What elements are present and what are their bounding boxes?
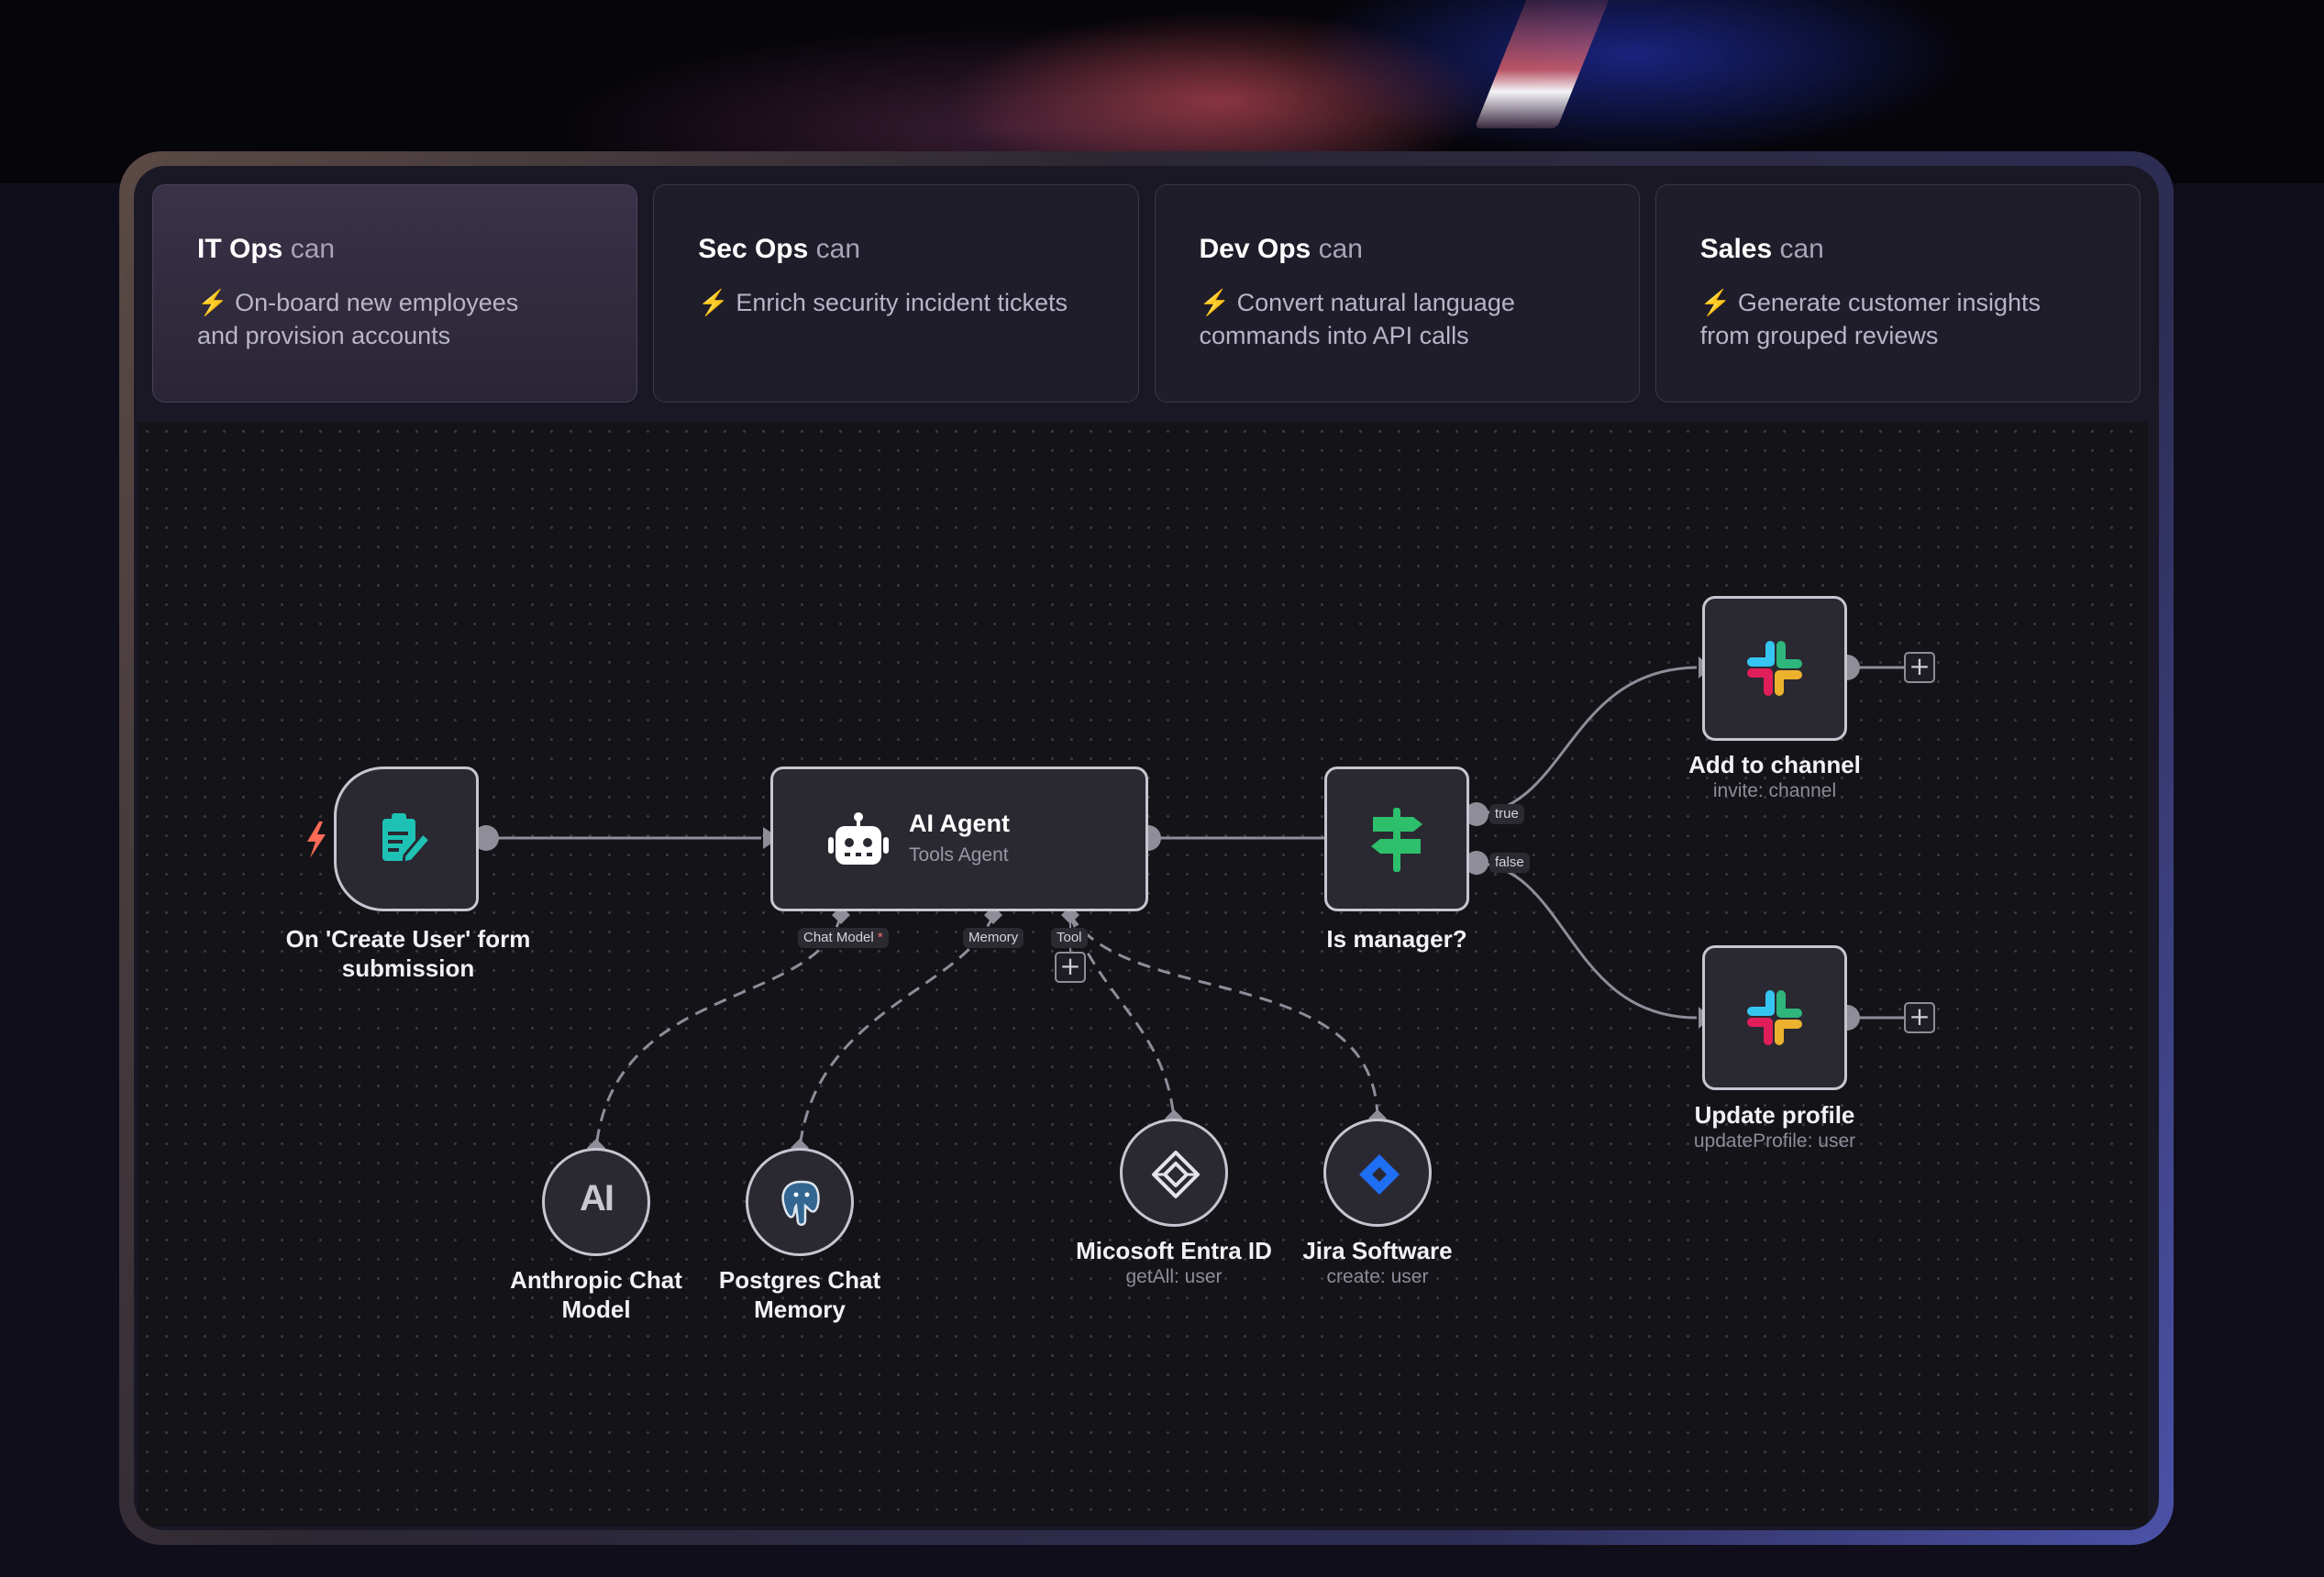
hero-light-streak xyxy=(1475,0,1617,128)
update-profile-label: Update profile xyxy=(1628,1100,1921,1130)
agent-title: AI Agent xyxy=(909,810,1010,838)
update-profile-sublabel: updateProfile: user xyxy=(1628,1130,1921,1153)
entra-label: Micosoft Entra ID xyxy=(1055,1236,1293,1265)
connection-chat-model xyxy=(596,915,841,1148)
is-manager-label: Is manager? xyxy=(1278,924,1516,954)
memory-port-label: Memory xyxy=(963,928,1024,948)
jira-label: Jira Software xyxy=(1258,1236,1497,1265)
lightning-icon: ⚡ xyxy=(698,289,729,316)
tab-title: Dev Ops can xyxy=(1200,233,1595,266)
postgres-chat-memory-node[interactable] xyxy=(746,1148,854,1256)
add-after-update-button[interactable]: + xyxy=(1904,1002,1935,1033)
entra-icon xyxy=(1150,1149,1201,1200)
add-after-channel-button[interactable]: + xyxy=(1904,652,1935,683)
trigger-bolt-icon xyxy=(304,822,328,858)
slack-icon xyxy=(1745,639,1804,698)
tab-title: Sec Ops can xyxy=(698,233,1093,266)
is-manager-node[interactable] xyxy=(1324,766,1469,911)
ai-agent-node[interactable]: AI Agent Tools Agent xyxy=(770,766,1148,911)
tool-port-label: Tool xyxy=(1051,928,1088,948)
add-to-channel-node[interactable] xyxy=(1702,596,1847,741)
entra-sublabel: getAll: user xyxy=(1055,1265,1293,1289)
lightning-icon: ⚡ xyxy=(197,289,228,316)
tab-sec-ops[interactable]: Sec Ops can ⚡ Enrich security incident t… xyxy=(653,184,1138,403)
connection-memory xyxy=(800,915,993,1148)
add-tool-button[interactable]: + xyxy=(1055,952,1086,983)
microsoft-entra-node[interactable] xyxy=(1120,1119,1228,1227)
agent-subtitle: Tools Agent xyxy=(909,844,1009,866)
true-branch-label: true xyxy=(1489,804,1524,824)
postgres-icon xyxy=(778,1178,824,1228)
add-to-channel-label: Add to channel xyxy=(1628,750,1921,779)
jira-software-node[interactable] xyxy=(1323,1119,1432,1227)
form-icon xyxy=(377,810,436,868)
chat-model-port-label: Chat Model * xyxy=(798,928,889,948)
jira-sublabel: create: user xyxy=(1258,1265,1497,1289)
jira-icon xyxy=(1357,1152,1401,1197)
false-branch-label: false xyxy=(1489,853,1530,873)
update-profile-node[interactable] xyxy=(1702,945,1847,1090)
tab-title: Sales can xyxy=(1700,233,2096,266)
anthropic-chat-model-node[interactable]: AI xyxy=(542,1148,650,1256)
trigger-node[interactable] xyxy=(334,766,479,911)
lightning-icon: ⚡ xyxy=(1700,289,1732,316)
slack-icon xyxy=(1745,988,1804,1047)
anthropic-icon: AI xyxy=(545,1178,647,1219)
lightning-icon: ⚡ xyxy=(1200,289,1231,316)
tab-description: ⚡ Enrich security incident tickets xyxy=(698,286,1093,319)
add-to-channel-sublabel: invite: channel xyxy=(1628,779,1921,803)
robot-icon xyxy=(826,811,891,868)
tab-title: IT Ops can xyxy=(197,233,592,266)
signpost-icon xyxy=(1367,808,1426,872)
